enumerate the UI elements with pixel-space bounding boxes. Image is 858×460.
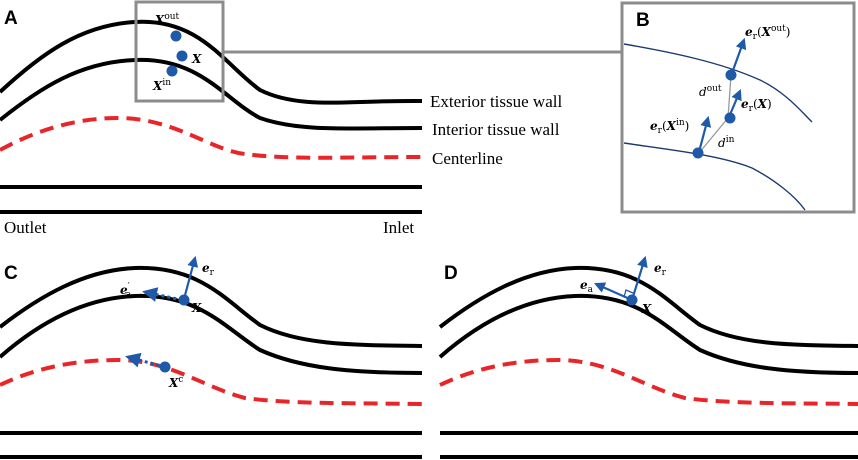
d-in-segment (698, 117, 729, 154)
centerline-d (439, 357, 858, 406)
panel-b-letter: B (636, 10, 650, 31)
panel-a-letter: A (4, 8, 18, 29)
interior-tissue-wall (0, 57, 423, 131)
ea-prime-arrow (142, 287, 183, 302)
exterior-tissue-wall-d (438, 265, 858, 348)
panel-c: C er e′a X Xc (0, 255, 423, 459)
label-d-out: dout (699, 84, 722, 99)
point-xc (159, 361, 171, 373)
label-er-xout: er(Xout) (745, 24, 790, 42)
inset-point-x-in (692, 147, 704, 159)
point-x-c (178, 294, 190, 306)
label-ea-prime: e′a (120, 282, 132, 300)
inlet-label: Inlet (383, 218, 414, 237)
label-er-c: er (202, 261, 215, 278)
exterior-tissue-wall (0, 19, 423, 105)
outlet-label: Outlet (4, 218, 47, 237)
exterior-tissue-wall-c (0, 265, 423, 348)
label-x-c: X (191, 301, 202, 315)
interior-wall-label: Interior tissue wall (432, 120, 560, 139)
centerline (0, 115, 423, 160)
er-arrow-d (630, 255, 648, 301)
inset-interior-wall (623, 142, 806, 211)
label-er-d: er (654, 261, 667, 278)
panel-d-letter: D (444, 263, 458, 284)
centerline-tangent-arrow (125, 352, 166, 369)
point-x-d (626, 294, 638, 306)
label-x: X (191, 52, 202, 66)
label-d-in: din (718, 135, 735, 150)
interior-tissue-wall-c (0, 293, 423, 375)
label-x-d: X (641, 302, 652, 316)
inset-point-x (724, 112, 736, 124)
label-x-in: Xin (152, 78, 171, 93)
label-x-out: Xout (154, 12, 180, 27)
er-arrow-c (182, 255, 199, 300)
panel-c-letter: C (4, 263, 18, 284)
centerline-label: Centerline (432, 149, 503, 168)
point-x-in (166, 65, 178, 77)
panel-d: D er ea X (438, 255, 858, 459)
label-ea: ea (580, 278, 594, 295)
label-er-xin: er(Xin) (650, 118, 689, 136)
inset-frame (620, 1, 856, 214)
label-xc: Xc (168, 375, 183, 390)
centerline-c (0, 357, 423, 406)
panel-b: B er(Xout) dout er(X) er(Xin) din (620, 1, 856, 214)
d-out-segment (727, 74, 732, 119)
inset-point-x-out (725, 69, 737, 81)
point-x (176, 50, 188, 62)
inset-exterior-wall (623, 43, 813, 123)
right-angle-marker (623, 289, 634, 298)
exterior-wall-label: Exterior tissue wall (430, 92, 562, 111)
label-er-x: er(X) (741, 97, 772, 114)
panel-a: A Exterior tissue wall Interior tissue w… (0, 0, 622, 237)
ea-arrow (593, 282, 633, 302)
er-xout-arrow (730, 37, 747, 74)
point-x-out (170, 30, 182, 42)
interior-tissue-wall-d (438, 293, 858, 375)
er-xin-arrow (697, 115, 712, 153)
